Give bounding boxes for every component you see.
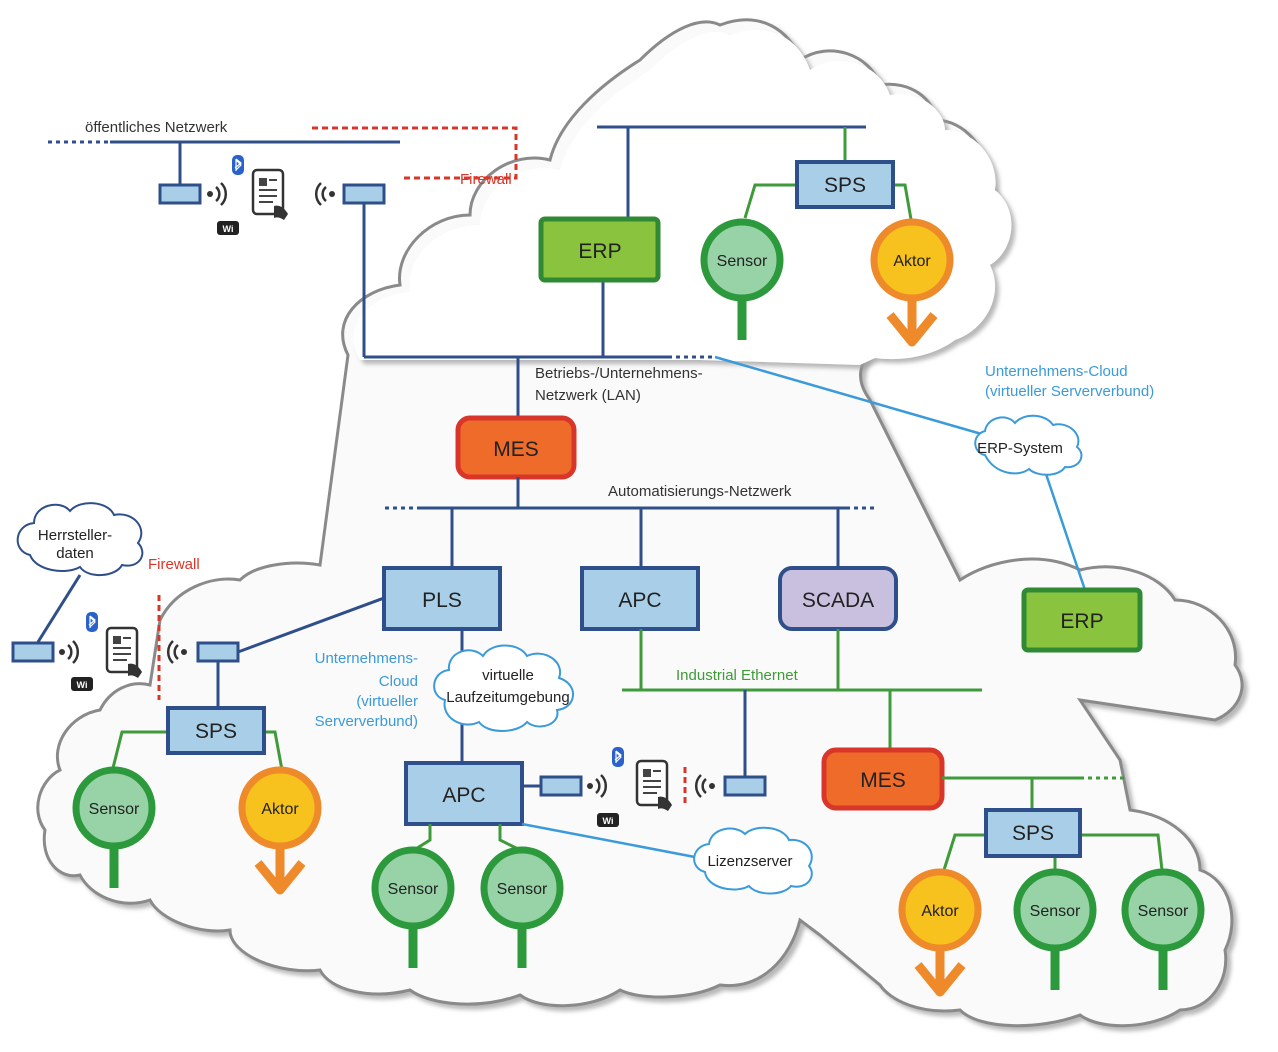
sensor-label: Sensor bbox=[1030, 903, 1081, 920]
hersteller-label-2: daten bbox=[56, 545, 94, 562]
tablet-icon bbox=[251, 168, 290, 222]
mes-box-center[interactable]: MES bbox=[455, 415, 577, 480]
tablet-icon bbox=[105, 626, 144, 680]
sensor-label: Sensor bbox=[1138, 903, 1189, 920]
hersteller-cloud: Herrsteller- daten bbox=[16, 502, 144, 576]
sps-top-label: SPS bbox=[824, 174, 866, 197]
erp-box-right[interactable]: ERP bbox=[1021, 587, 1143, 653]
erp-system-label: ERP-System bbox=[977, 440, 1063, 457]
cloud-left-label-2: Cloud bbox=[379, 673, 418, 690]
wireless-signal-icon bbox=[314, 181, 337, 207]
sps-box-right[interactable]: SPS bbox=[984, 808, 1082, 858]
gateway-device-ie bbox=[723, 775, 767, 797]
sps-left-label: SPS bbox=[195, 720, 237, 743]
lan-label-1: Betriebs-/Unternehmens- bbox=[535, 365, 703, 382]
wifi-icon bbox=[71, 677, 93, 691]
industrial-ethernet-label: Industrial Ethernet bbox=[676, 667, 799, 684]
sps-box-left[interactable]: SPS bbox=[166, 706, 266, 755]
hersteller-label-1: Herrsteller- bbox=[38, 527, 112, 544]
public-network-label: öffentliches Netzwerk bbox=[85, 119, 228, 136]
cloud-left-label-4: Serververbund) bbox=[315, 713, 418, 730]
bluetooth-icon bbox=[231, 154, 245, 176]
sensor-apc-2: Sensor bbox=[484, 850, 560, 968]
sensor-top: Sensor bbox=[704, 222, 780, 340]
erp-system-cloud: ERP-System bbox=[974, 414, 1083, 476]
sensor-left: Sensor bbox=[76, 770, 152, 888]
bluetooth-icon bbox=[85, 611, 99, 633]
mes-box-lower[interactable]: MES bbox=[821, 747, 945, 811]
sensor-right-2: Sensor bbox=[1125, 872, 1201, 990]
sensor-label: Sensor bbox=[497, 881, 548, 898]
lan-label-2: Netzwerk (LAN) bbox=[535, 387, 641, 404]
apc-center-label: APC bbox=[618, 589, 661, 612]
sensor-label: Sensor bbox=[717, 253, 768, 270]
erp-right-label: ERP bbox=[1060, 610, 1103, 633]
mes-center-label: MES bbox=[493, 438, 539, 461]
sensor-label: Sensor bbox=[89, 801, 140, 818]
lizenzserver-cloud: Lizenzserver bbox=[693, 826, 813, 895]
cloud-left-label-3: (virtueller bbox=[356, 693, 418, 710]
wireless-signal-icon bbox=[205, 181, 228, 207]
erp-box-top[interactable]: ERP bbox=[538, 216, 661, 283]
aktor-top: Aktor bbox=[874, 222, 950, 342]
apc-box-center[interactable]: APC bbox=[580, 566, 700, 631]
sensor-apc-1: Sensor bbox=[375, 850, 451, 968]
wifi-icon bbox=[217, 221, 239, 235]
tablet-icon bbox=[635, 759, 674, 813]
gateway-device-top-left bbox=[158, 183, 202, 205]
bluetooth-icon bbox=[611, 746, 625, 768]
erp-top-label: ERP bbox=[578, 240, 621, 263]
firewall-top-line bbox=[312, 126, 518, 180]
vlz-label-2: Laufzeitumgebung bbox=[446, 689, 569, 706]
aktor-label: Aktor bbox=[921, 903, 959, 920]
aktor-left: Aktor bbox=[242, 770, 318, 890]
aktor-label: Aktor bbox=[261, 801, 299, 818]
cloud-right-label-2: (virtueller Serververbund) bbox=[985, 383, 1154, 400]
gateway-device-left-2 bbox=[196, 641, 240, 663]
apc-box-lower[interactable]: APC bbox=[404, 761, 524, 826]
virtual-runtime-cloud: virtuelle Laufzeitumgebung bbox=[433, 644, 574, 732]
sps-right-label: SPS bbox=[1012, 822, 1054, 845]
firewall-top-label: Firewall bbox=[460, 171, 512, 188]
aktor-label: Aktor bbox=[893, 253, 931, 270]
aktor-right: Aktor bbox=[902, 872, 978, 992]
vlz-label-1: virtuelle bbox=[482, 667, 534, 684]
cloud-left-label-1: Unternehmens- bbox=[315, 650, 418, 667]
scada-label: SCADA bbox=[802, 589, 874, 612]
sensor-right-1: Sensor bbox=[1017, 872, 1093, 990]
sps-box-top[interactable]: SPS bbox=[795, 160, 895, 209]
lizenzserver-label: Lizenzserver bbox=[707, 853, 792, 870]
auto-net-label: Automatisierungs-Netzwerk bbox=[608, 483, 792, 500]
wireless-signal-icon bbox=[57, 639, 80, 665]
gateway-device-left bbox=[11, 641, 55, 663]
gateway-device-apc bbox=[539, 775, 583, 797]
firewall-left-label: Firewall bbox=[148, 556, 200, 573]
gateway-device-top-right bbox=[342, 183, 386, 205]
scada-box[interactable]: SCADA bbox=[778, 566, 898, 631]
upper-cloud bbox=[353, 29, 1012, 366]
pls-box[interactable]: PLS bbox=[382, 566, 502, 631]
sensor-label: Sensor bbox=[388, 881, 439, 898]
pls-label: PLS bbox=[422, 589, 462, 612]
mes-lower-label: MES bbox=[860, 769, 906, 792]
wifi-icon bbox=[597, 813, 619, 827]
cloud-right-label-1: Unternehmens-Cloud bbox=[985, 363, 1128, 380]
apc-lower-label: APC bbox=[442, 784, 485, 807]
